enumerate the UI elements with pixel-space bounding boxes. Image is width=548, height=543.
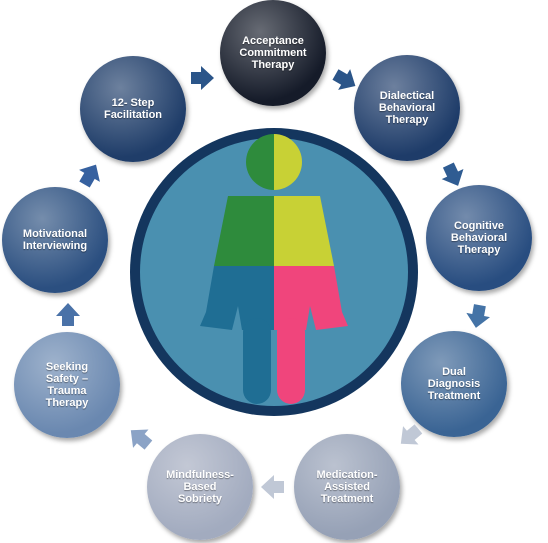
node-label: Seeking Safety – Trauma Therapy	[45, 361, 89, 409]
node-label: Cognitive Behavioral Therapy	[450, 220, 508, 256]
node-dbt: Dialectical Behavioral Therapy	[354, 55, 460, 161]
node-label: Acceptance Commitment Therapy	[239, 35, 307, 71]
node-mbs: Mindfulness- Based Sobriety	[147, 434, 253, 540]
node-label: Motivational Interviewing	[22, 228, 88, 252]
node-sst: Seeking Safety – Trauma Therapy	[14, 332, 120, 438]
node-mat: Medication- Assisted Treatment	[294, 434, 400, 540]
node-cbt: Cognitive Behavioral Therapy	[426, 185, 532, 291]
node-label: Mindfulness- Based Sobriety	[166, 469, 234, 505]
woman-figure-icon	[200, 134, 348, 404]
node-label: Dual Diagnosis Treatment	[427, 366, 481, 402]
node-ddt: Dual Diagnosis Treatment	[401, 331, 507, 437]
node-act: Acceptance Commitment Therapy	[220, 0, 326, 106]
node-label: 12- Step Facilitation	[103, 97, 163, 121]
node-label: Dialectical Behavioral Therapy	[378, 90, 436, 126]
node-tsf: 12- Step Facilitation	[80, 56, 186, 162]
node-mi: Motivational Interviewing	[2, 187, 108, 293]
node-label: Medication- Assisted Treatment	[316, 469, 378, 505]
